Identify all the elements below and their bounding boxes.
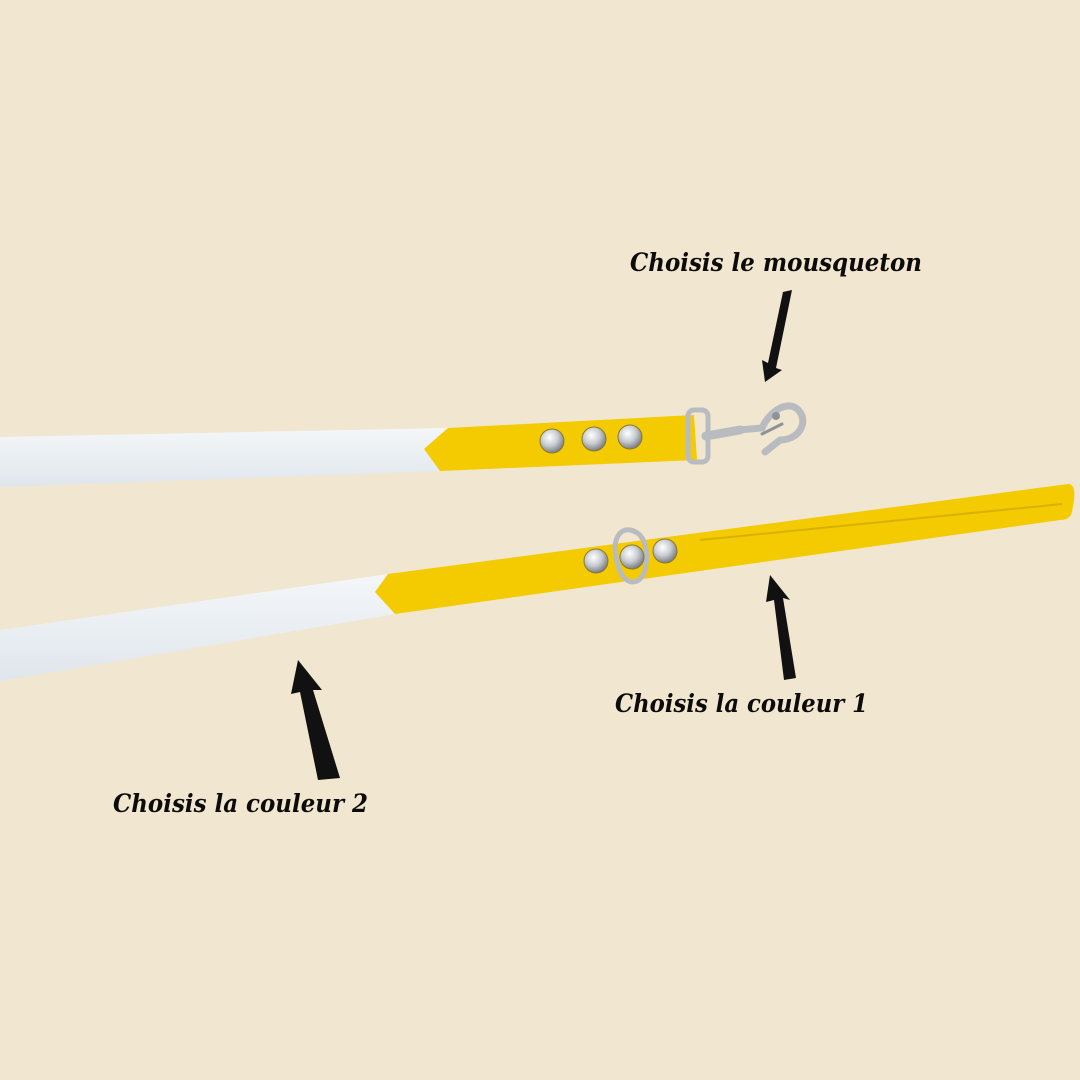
bottom-strap (0, 484, 1075, 681)
snap-rivet-icon (617, 424, 643, 450)
snap-rivet-icon (539, 428, 565, 454)
snap-hook-clasp-icon (685, 402, 807, 465)
color1-choice-label: Choisis la couleur 1 (615, 689, 868, 718)
snap-rivet-icon (583, 548, 609, 574)
d-ring-icon (612, 527, 649, 585)
snap-rivet-icon (652, 538, 678, 564)
snap-rivet-icon (619, 544, 645, 570)
snap-rivet-icon (581, 426, 607, 452)
arrow-down-clasp-icon (762, 290, 792, 382)
arrow-up-color2-icon (291, 660, 340, 780)
top-strap-color2-section (0, 428, 448, 487)
top-strap (0, 415, 697, 487)
arrow-up-color1-icon (766, 575, 796, 680)
color2-choice-label: Choisis la couleur 2 (113, 789, 368, 818)
clasp-choice-label: Choisis le mousqueton (630, 248, 922, 277)
bottom-strap-color2-section (0, 574, 395, 681)
bottom-strap-color1-section (375, 484, 1075, 614)
